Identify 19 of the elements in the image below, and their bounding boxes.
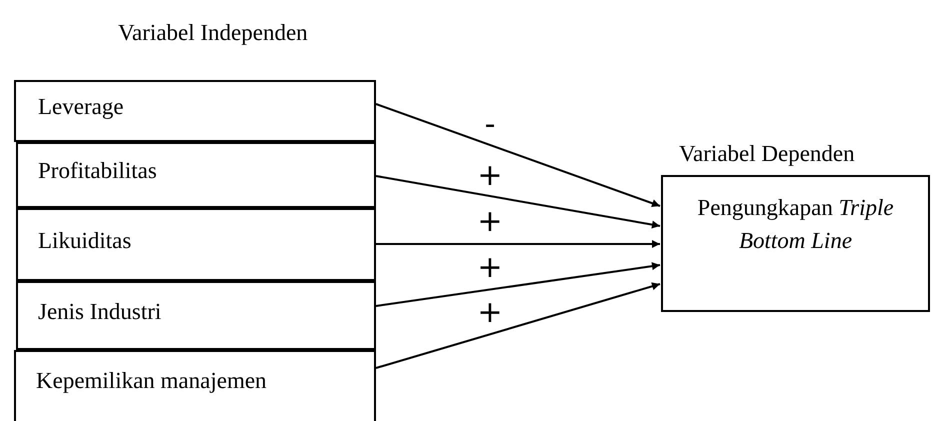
box-heading: Variabel Dependen (679, 141, 855, 166)
variable-box (14, 80, 376, 142)
box-text: Kepemilikan manajemen (36, 368, 267, 394)
arrow (376, 240, 660, 248)
box-text: Pengungkapan Triple Bottom Line (696, 194, 895, 256)
arrow (376, 175, 660, 229)
box-text: Leverage (38, 94, 124, 120)
variable-box (661, 175, 930, 312)
box-text: Likuiditas (38, 228, 132, 254)
arrow (376, 282, 660, 369)
box-text: Jenis Industri (38, 299, 162, 324)
box-text: Profitabilitas (38, 158, 157, 184)
arrow (376, 103, 660, 208)
group-heading: Variabel Independen (118, 20, 308, 46)
variable-box (16, 142, 376, 208)
variable-box (14, 350, 376, 421)
variable-box (16, 208, 376, 281)
variable-box (16, 281, 376, 350)
arrow (376, 262, 660, 307)
